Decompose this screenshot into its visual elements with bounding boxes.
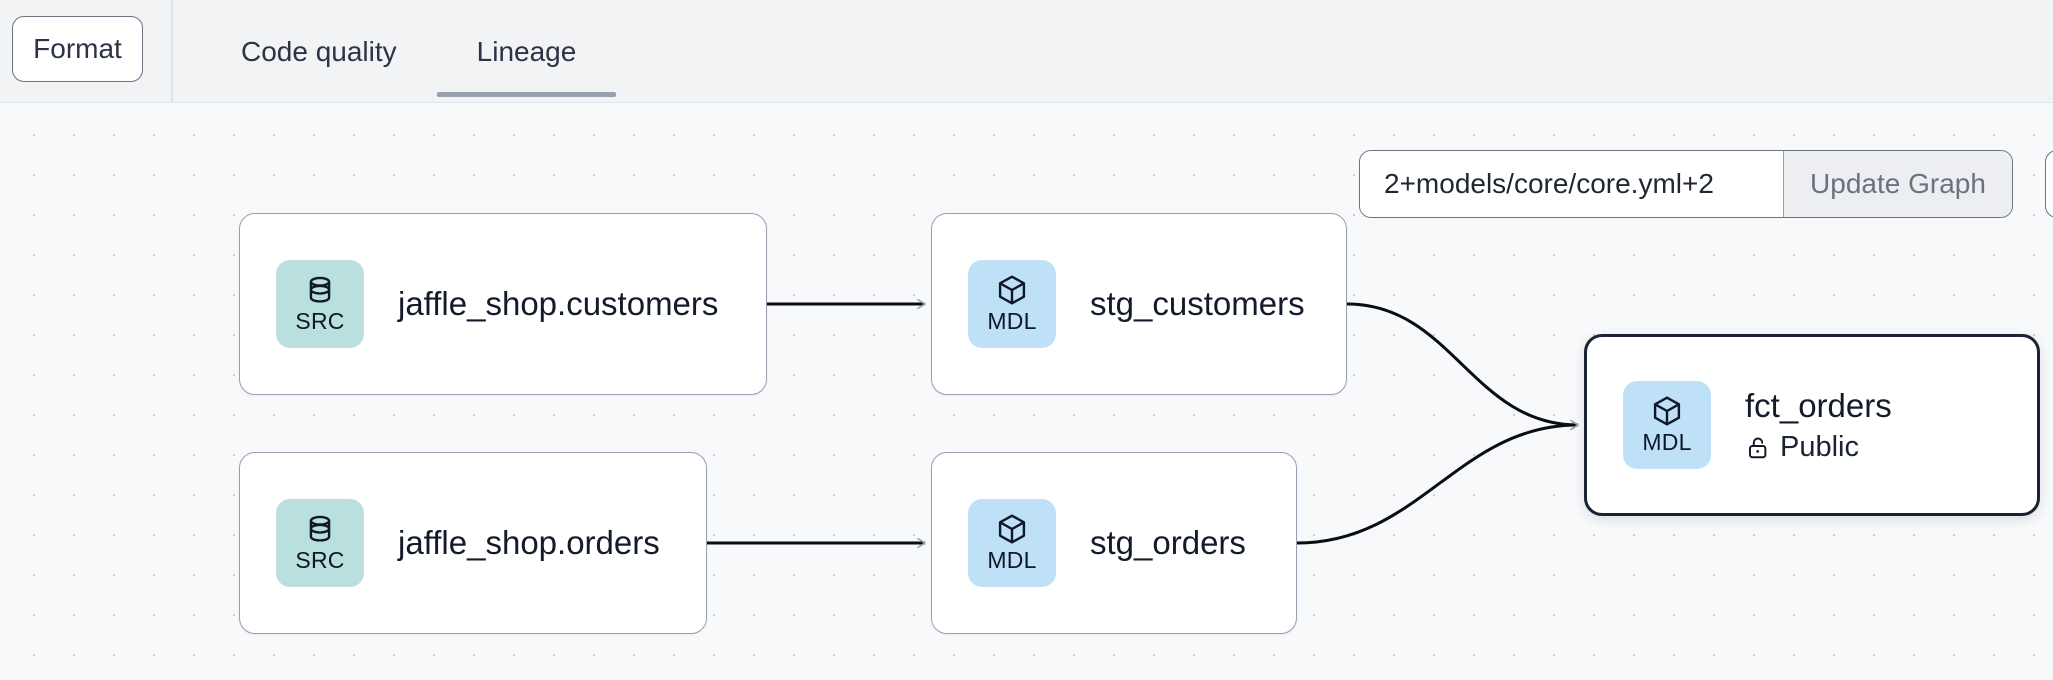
lineage-selector-input[interactable] — [1360, 151, 1783, 217]
tab-bar: Code quality Lineage — [171, 0, 617, 103]
node-badge-label: MDL — [987, 308, 1037, 334]
tab-code-quality-label: Code quality — [241, 35, 397, 67]
lineage-canvas[interactable]: SRC jaffle_shop.customers MDL stg_custom… — [0, 103, 2053, 680]
edge-stg-orders-to-fct-orders — [1296, 419, 1579, 545]
toolbar-divider — [171, 0, 173, 103]
lineage-filter-control: Update Graph — [1359, 150, 2013, 218]
node-badge-label: SRC — [295, 308, 345, 334]
node-badge-label: SRC — [295, 547, 345, 573]
cube-icon — [1653, 396, 1681, 426]
node-badge-src: SRC — [276, 499, 364, 587]
node-badge-mdl: MDL — [968, 260, 1056, 348]
edge-stg-customers-to-fct-orders — [1346, 302, 1579, 431]
node-title: fct_orders — [1745, 386, 1892, 424]
graph-node-stg-customers[interactable]: MDL stg_customers — [931, 213, 1347, 395]
node-body: stg_orders — [1090, 524, 1246, 562]
graph-node-jaffle-shop-customers[interactable]: SRC jaffle_shop.customers — [239, 213, 767, 395]
cube-icon — [998, 514, 1026, 544]
format-button[interactable]: Format — [12, 16, 143, 82]
node-visibility: Public — [1745, 431, 1892, 464]
graph-node-fct-orders[interactable]: MDL fct_orders Public — [1584, 334, 2040, 516]
node-title: jaffle_shop.orders — [398, 524, 660, 561]
canvas-side-control[interactable] — [2045, 150, 2053, 218]
node-badge-mdl: MDL — [968, 499, 1056, 587]
node-title: stg_orders — [1090, 524, 1246, 561]
cube-icon — [998, 275, 1026, 305]
node-title: jaffle_shop.customers — [398, 285, 719, 322]
node-badge-label: MDL — [1642, 429, 1692, 455]
node-body: jaffle_shop.orders — [398, 524, 660, 562]
graph-node-jaffle-shop-orders[interactable]: SRC jaffle_shop.orders — [239, 452, 707, 634]
editor-toolbar: Format Code quality Lineage — [0, 0, 2053, 103]
unlock-icon — [1749, 437, 1767, 458]
tab-lineage[interactable]: Lineage — [436, 0, 617, 103]
node-badge-src: SRC — [276, 260, 364, 348]
tab-active-underline — [436, 92, 617, 97]
node-visibility-label: Public — [1780, 430, 1859, 463]
database-icon — [309, 276, 331, 303]
node-badge-label: MDL — [987, 547, 1037, 573]
tab-lineage-label: Lineage — [476, 35, 577, 67]
graph-node-stg-orders[interactable]: MDL stg_orders — [931, 452, 1297, 634]
update-graph-button[interactable]: Update Graph — [1783, 151, 2012, 217]
node-body: stg_customers — [1090, 285, 1305, 323]
node-body: jaffle_shop.customers — [398, 285, 718, 323]
tab-code-quality[interactable]: Code quality — [171, 0, 437, 103]
database-icon — [309, 515, 331, 542]
node-title: stg_customers — [1090, 285, 1305, 322]
node-body: fct_orders Public — [1745, 387, 1892, 464]
node-badge-mdl: MDL — [1623, 381, 1711, 469]
